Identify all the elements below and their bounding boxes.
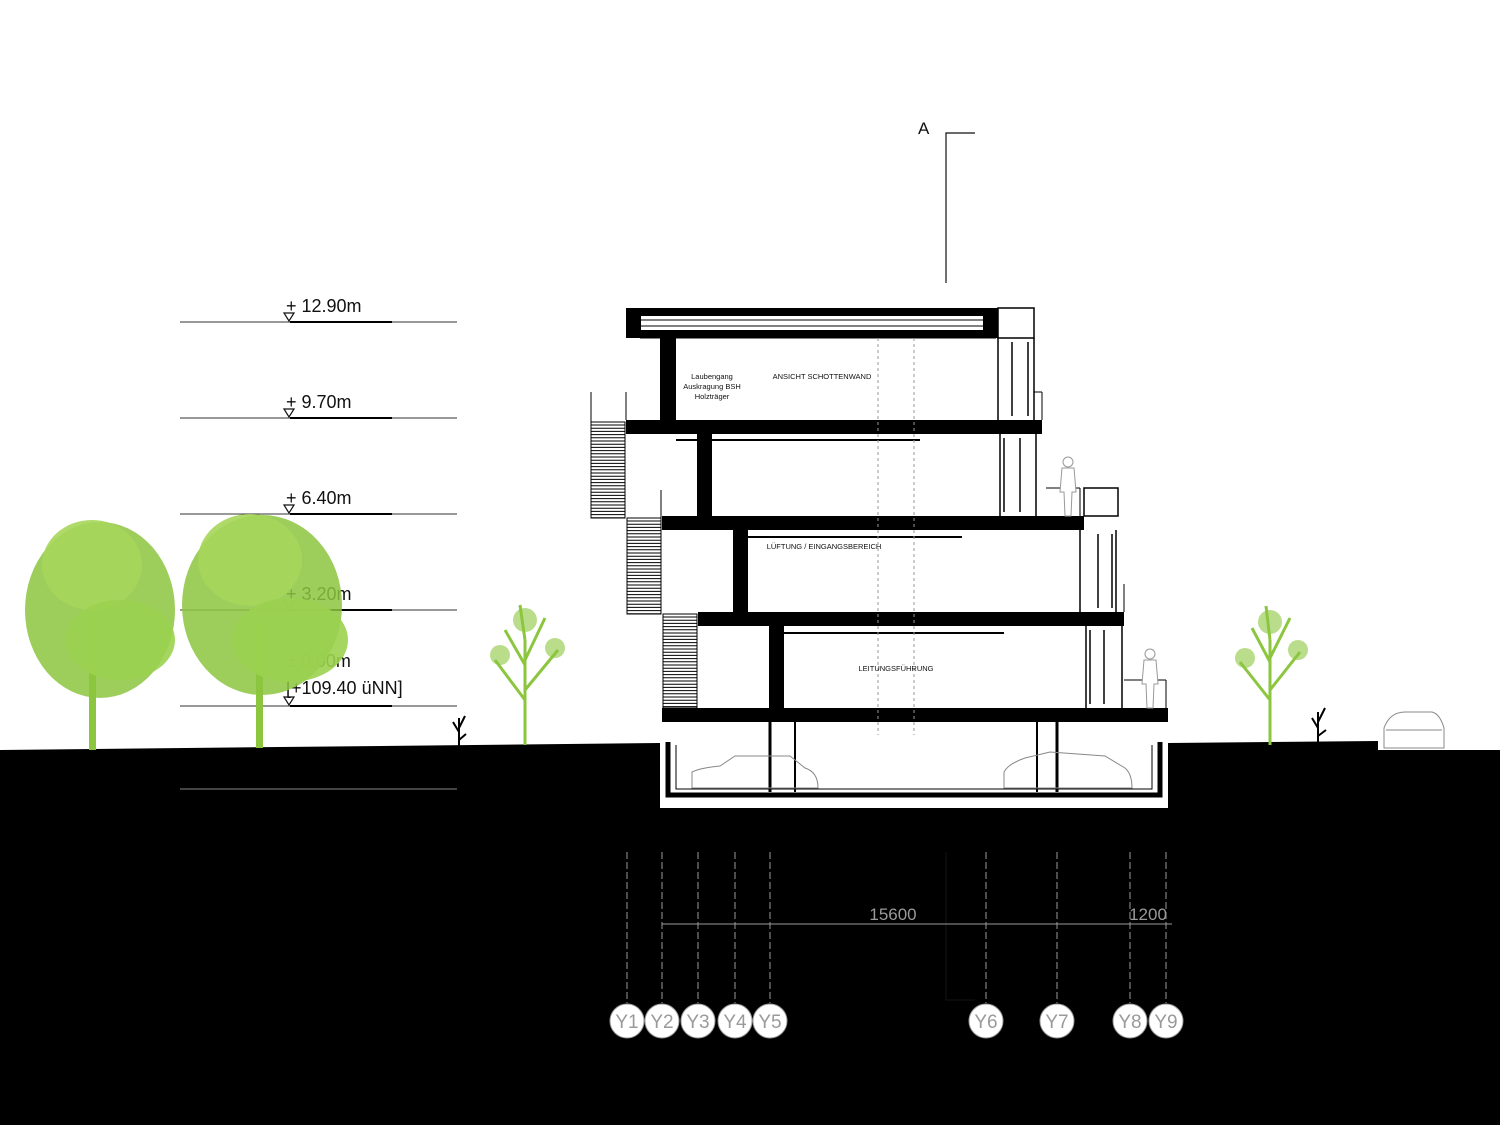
label-lueftung: LÜFTUNG / EINGANGSBEREICH — [767, 542, 882, 551]
car-icon — [691, 755, 819, 789]
label-schottenwand: ANSICHT SCHOTTENWAND — [773, 372, 872, 381]
tree-icon — [25, 520, 175, 750]
label-laubengang-3: Holzträger — [695, 392, 730, 401]
label-leitung: LEITUNGSFÜHRUNG — [858, 664, 933, 673]
level-triangle-icon — [282, 312, 296, 323]
level-triangle-icon — [282, 504, 296, 515]
person-icon — [1141, 648, 1159, 709]
grid-axis-bubble — [1148, 1003, 1184, 1039]
dimension-main: 15600 — [869, 905, 916, 924]
tree-icon — [182, 514, 348, 748]
stair-treads — [591, 424, 697, 708]
grid-axis-label-y2: Y2 — [650, 1012, 673, 1033]
level-label-640: + 6.40m — [286, 488, 352, 508]
basement — [661, 722, 1167, 808]
grid-axes: Y1 Y2 Y3 Y4 Y5 Y6 Y7 Y8 Y9 — [609, 852, 1184, 1039]
grid-axis-label-y5: Y5 — [758, 1012, 781, 1033]
grid-axis-bubble — [1039, 1003, 1075, 1039]
tree-icon — [490, 604, 565, 745]
dimension-cantilever: 1200 — [1129, 905, 1167, 924]
level-triangle-icon — [282, 408, 296, 419]
building-section — [590, 307, 1168, 735]
ground-mass — [0, 741, 1500, 1125]
level-label-970: + 9.70m — [286, 392, 352, 412]
grid-axis-bubble — [717, 1003, 753, 1039]
section-marker-label: A — [918, 119, 930, 138]
grid-axis-bubble — [752, 1003, 788, 1039]
grid-axis-bubble — [968, 1003, 1004, 1039]
car-icon — [1383, 711, 1445, 749]
person-icon — [1059, 456, 1077, 517]
grid-axis-label-y9: Y9 — [1154, 1012, 1177, 1033]
grid-axis-label-y1: Y1 — [615, 1012, 638, 1033]
car-icon — [1003, 751, 1133, 789]
level-label-1290: + 12.90m — [286, 296, 362, 316]
grid-axis-bubble — [1112, 1003, 1148, 1039]
grid-axis-label-y7: Y7 — [1045, 1012, 1068, 1033]
ground-below-basement — [655, 808, 1173, 1125]
grid-axis-bubble — [644, 1003, 680, 1039]
label-laubengang-1: Laubengang — [691, 372, 733, 381]
grid-axis-label-y8: Y8 — [1118, 1012, 1141, 1033]
section-cut-marker — [945, 132, 975, 1001]
grid-axis-bubble — [609, 1003, 645, 1039]
grid-axis-label-y3: Y3 — [686, 1012, 709, 1033]
grid-axis-label-y6: Y6 — [974, 1012, 997, 1033]
grid-axis-bubble — [680, 1003, 716, 1039]
grid-axis-label-y4: Y4 — [723, 1012, 747, 1033]
tree-icon — [1235, 605, 1308, 745]
level-label-nn: [+109.40 üNN] — [286, 678, 403, 698]
level-triangle-icon — [282, 696, 296, 707]
shrub-icon — [1311, 707, 1327, 745]
label-laubengang-2: Auskragung BSH — [683, 382, 741, 391]
shrub-icon — [452, 715, 467, 748]
